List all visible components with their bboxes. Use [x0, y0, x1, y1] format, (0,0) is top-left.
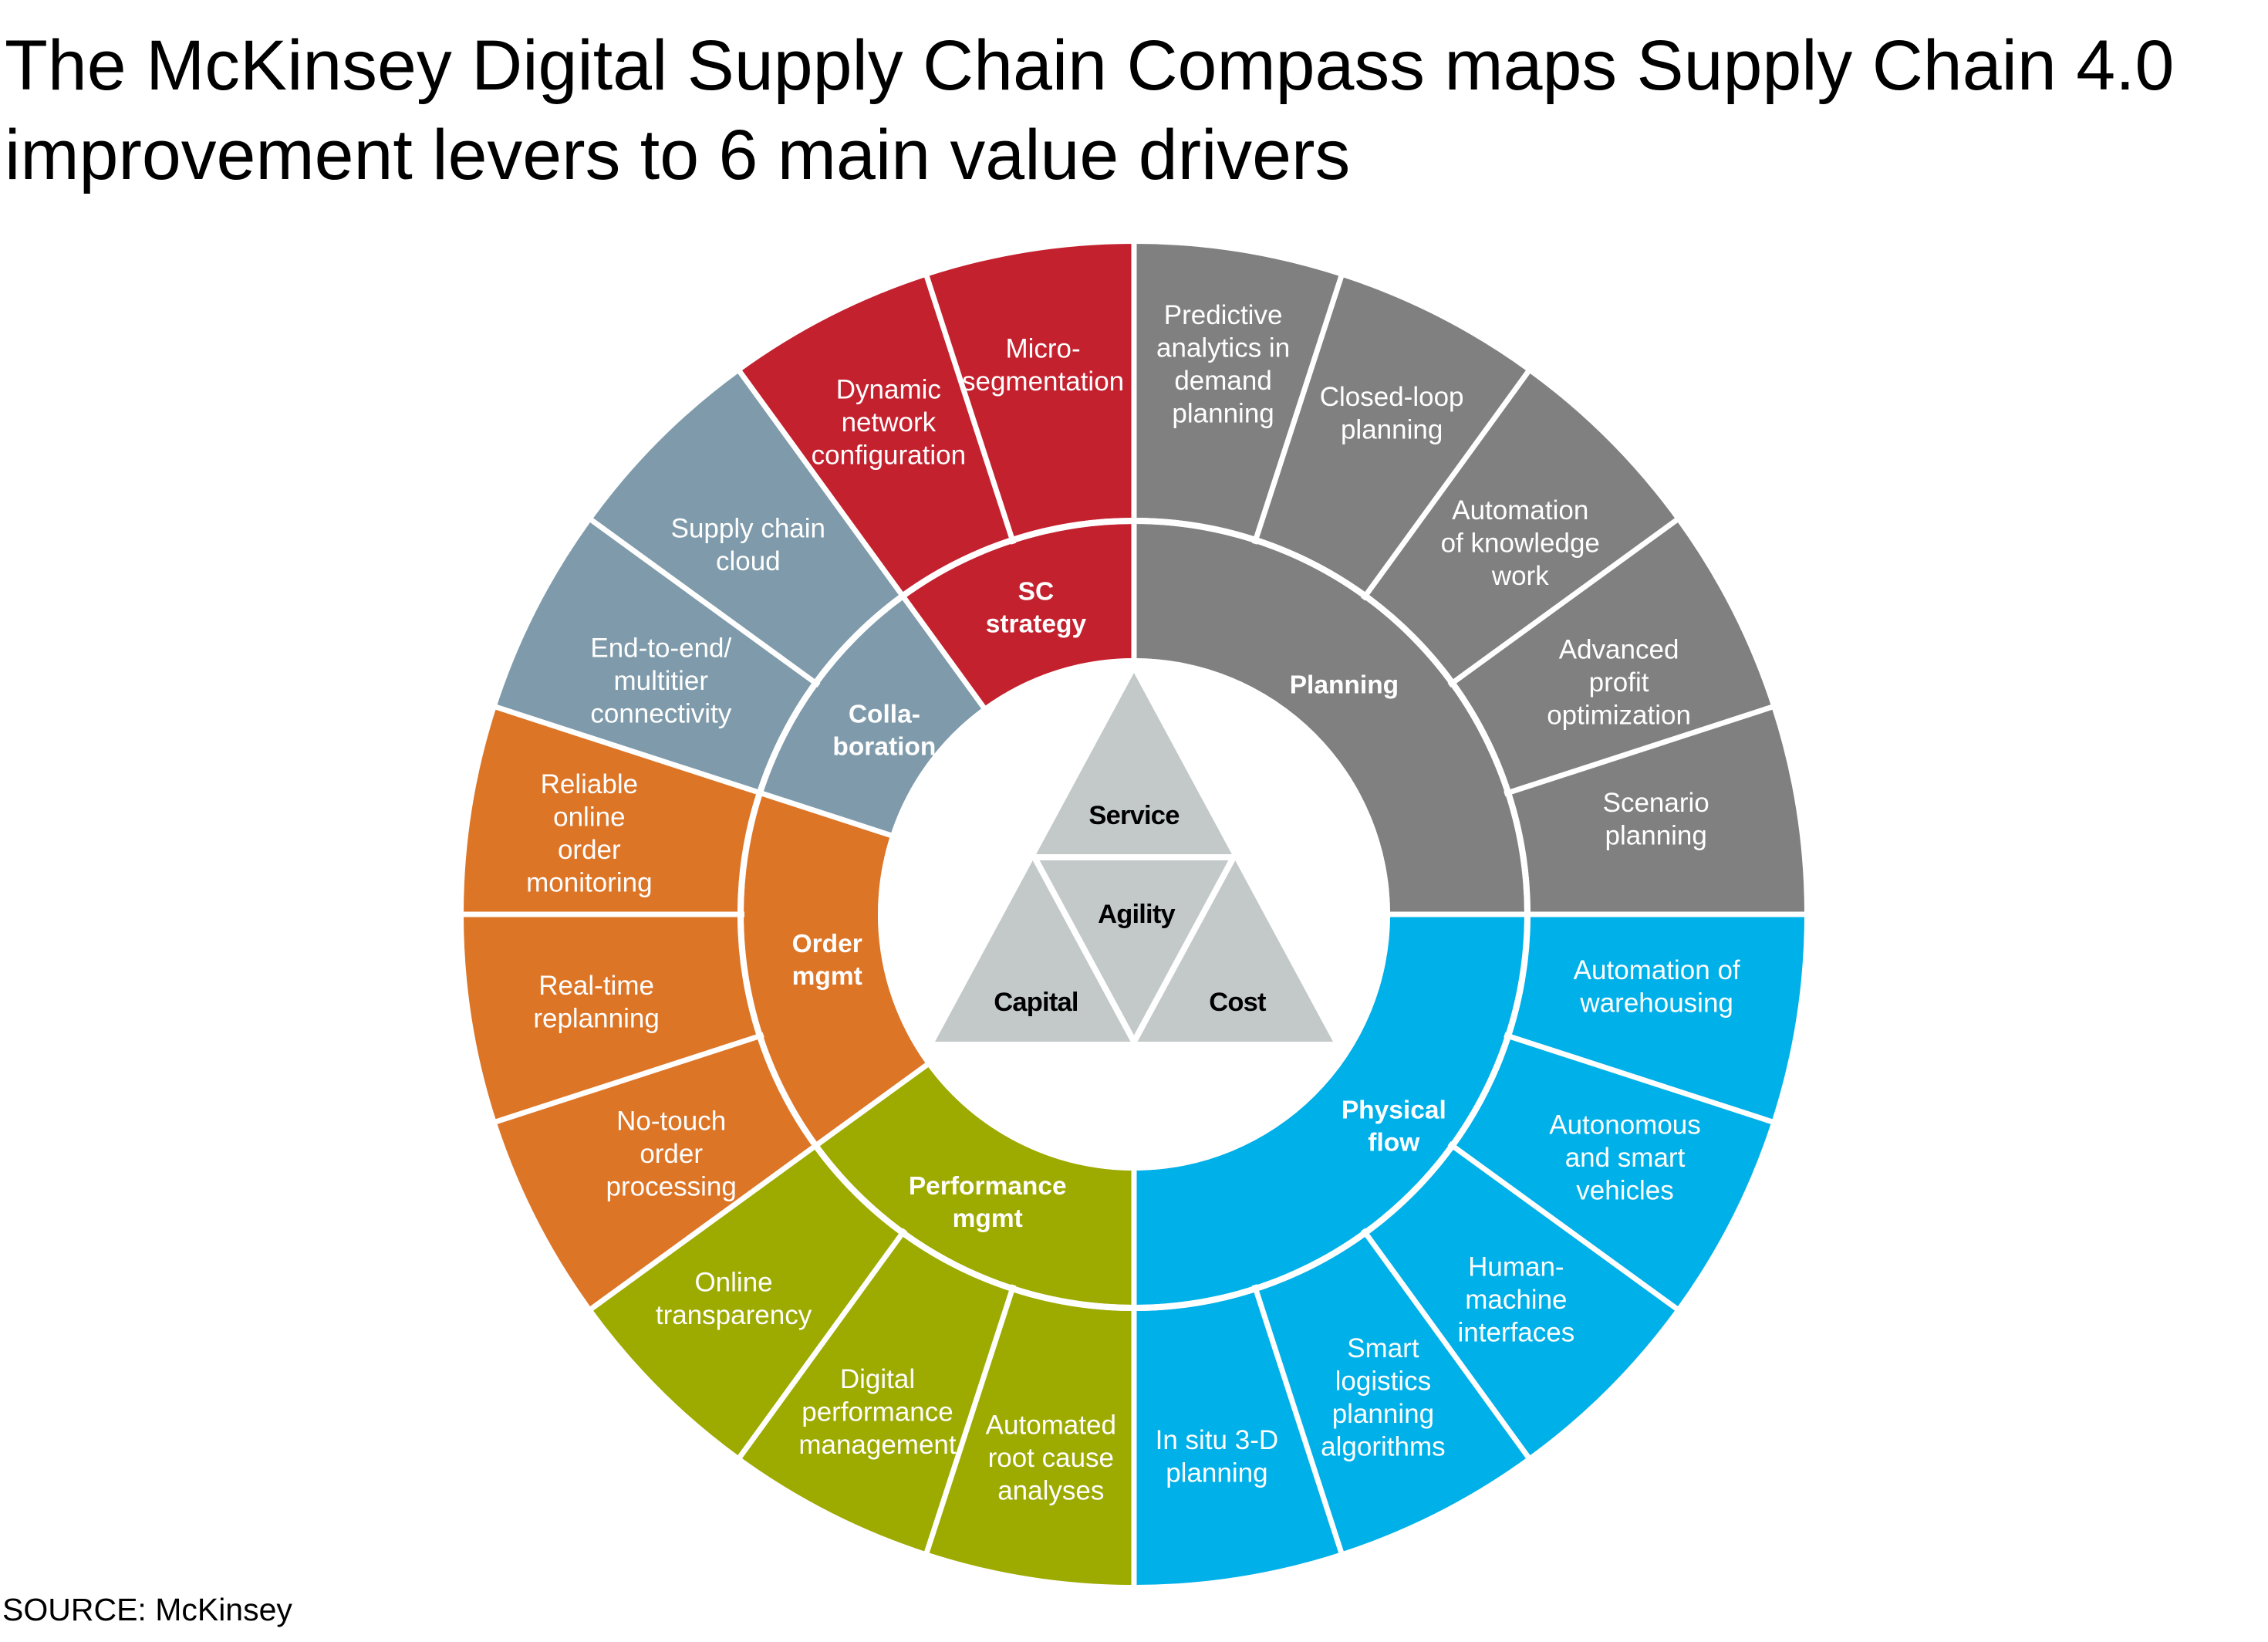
svg-text:Colla-boration: Colla-boration: [832, 700, 936, 761]
svg-text:Agility: Agility: [1098, 900, 1175, 929]
svg-text:Planning: Planning: [1290, 671, 1399, 699]
svg-text:Micro-segmentation: Micro-segmentation: [962, 334, 1124, 397]
svg-text:Service: Service: [1088, 801, 1180, 830]
svg-text:SOURCE: McKinsey: SOURCE: McKinsey: [2, 1592, 292, 1627]
svg-text:improvement levers to 6 main v: improvement levers to 6 main value drive…: [5, 116, 1350, 194]
svg-text:Capital: Capital: [994, 988, 1078, 1017]
svg-text:The McKinsey Digital Supply Ch: The McKinsey Digital Supply Chain Compas…: [5, 26, 2174, 105]
svg-text:Cost: Cost: [1209, 988, 1267, 1017]
